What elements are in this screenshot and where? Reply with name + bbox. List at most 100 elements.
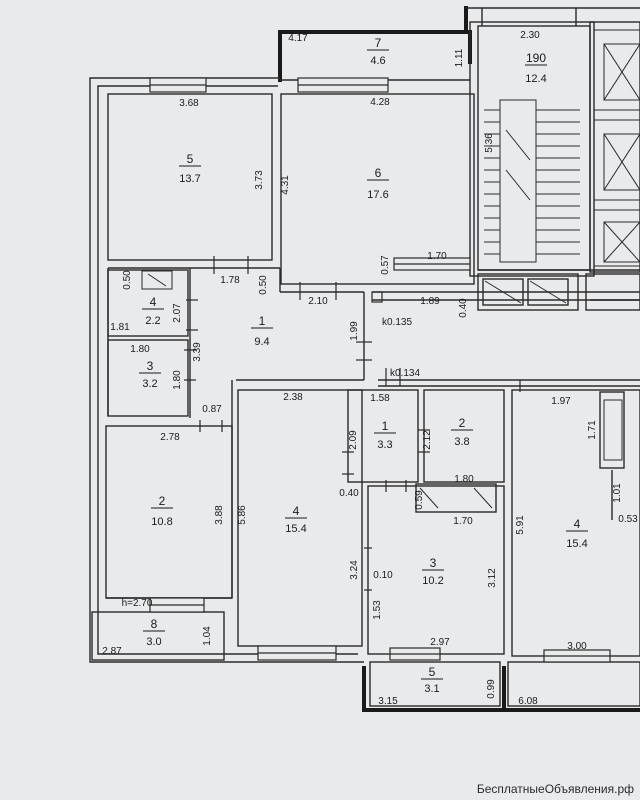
dimension-label: 1.11 (454, 48, 465, 67)
dimension-label: 2.38 (283, 392, 303, 403)
dimension-label: 3.73 (254, 170, 265, 190)
dimension-label: 4.28 (370, 97, 390, 108)
room-area: 10.8 (151, 516, 172, 528)
dimension-label: k0.135 (382, 317, 412, 328)
room-number: 1 (382, 419, 389, 433)
room-label-r4s: 42.2 (142, 295, 164, 327)
room-label-r6: 617.6 (367, 166, 389, 201)
dimension-label: 1.70 (453, 516, 473, 527)
stairs (484, 99, 580, 263)
dimension-label: 1.01 (612, 483, 623, 503)
column (371, 291, 383, 303)
room-number: 6 (375, 166, 382, 180)
room-label-r3s: 33.2 (139, 359, 161, 390)
dimension-label: 3.12 (487, 568, 498, 588)
room-area: 3.8 (454, 436, 469, 448)
room-number: 4 (574, 517, 581, 531)
room-area: 3.1 (424, 683, 439, 695)
room-number: 3 (147, 359, 154, 373)
room-area: 9.4 (254, 336, 269, 348)
windows (149, 77, 611, 663)
dimension-label: 1.97 (551, 396, 571, 407)
dimension-label: 1.58 (370, 393, 390, 404)
dimension-label: 2.07 (172, 303, 183, 323)
dimension-label: 3.39 (192, 342, 203, 362)
room-label-r2: 210.8 (151, 494, 173, 528)
room-number: 5 (429, 665, 436, 679)
room-area: 13.7 (179, 173, 200, 185)
dimension-label: 2.09 (348, 430, 359, 450)
room-area: 3.0 (146, 636, 161, 648)
dimension-label: k0.134 (390, 368, 420, 379)
dimension-label: 3.68 (179, 98, 199, 109)
room-label-r2b: 23.8 (451, 416, 473, 448)
room-area: 12.4 (525, 73, 546, 85)
room-number: 4 (293, 504, 300, 518)
dimension-label: 0.59 (414, 490, 425, 510)
dimension-label: h=2.70 (122, 598, 153, 609)
room-label-r8: 83.0 (143, 617, 165, 648)
room-area: 2.2 (145, 315, 160, 327)
dimension-label: 6.08 (518, 696, 538, 707)
dimension-label: 3.15 (378, 696, 398, 707)
room-label-r1: 19.4 (251, 314, 273, 348)
room-area: 4.6 (370, 55, 385, 67)
dimension-label: 1.81 (110, 322, 130, 333)
dimension-label: 1.80 (172, 370, 183, 390)
room-label-r5: 513.7 (179, 152, 201, 185)
dimension-label: 1.70 (427, 251, 447, 262)
dimension-label: 3.00 (567, 641, 587, 652)
room-label-r7: 74.6 (367, 36, 389, 67)
room-number: 190 (526, 51, 546, 65)
dimension-label: 0.10 (373, 570, 393, 581)
dimension-label: 1.53 (372, 600, 383, 620)
elevator-shafts (141, 29, 640, 509)
dimension-label: 0.50 (122, 270, 133, 290)
room-label-r4r: 415.4 (566, 517, 588, 550)
doors (184, 256, 521, 591)
dimension-label: 1.80 (130, 344, 150, 355)
room-area: 15.4 (285, 523, 306, 535)
dimension-label: 5.86 (237, 505, 248, 525)
room-area: 15.4 (566, 538, 587, 550)
dimension-label: 2.78 (160, 432, 180, 443)
dimension-label: 1.99 (349, 321, 360, 341)
dimension-label: 0.40 (339, 488, 359, 499)
dimension-label: 5.36 (484, 133, 495, 153)
dimension-label: 0.40 (458, 298, 469, 318)
dimension-label: 4.31 (280, 175, 291, 195)
dimension-label: 2.10 (308, 296, 328, 307)
room-label-r4m: 415.4 (285, 504, 307, 535)
room-area: 3.2 (142, 378, 157, 390)
dimension-labels: 4.17 1.11 3.68 4.28 3.73 4.31 1.70 0.57 0.50 1.78… (102, 30, 638, 707)
room-number: 7 (375, 36, 382, 50)
room-number: 3 (430, 556, 437, 570)
dimension-label: 0.57 (380, 255, 391, 275)
room-number: 1 (259, 314, 266, 328)
dimension-label: 0.87 (202, 404, 222, 415)
dimension-label: 3.88 (214, 505, 225, 525)
room-label-r5b: 53.1 (421, 665, 443, 695)
room-label-r1b: 13.3 (374, 419, 396, 451)
dimension-label: 3.24 (349, 560, 360, 580)
dimension-label: 1.78 (220, 275, 240, 286)
room-label-r190: 190 12.4 (525, 51, 547, 85)
dimension-label: 2.87 (102, 646, 122, 657)
dimension-label: 1.71 (587, 420, 598, 440)
room-area: 17.6 (367, 189, 388, 201)
dimension-label: 0.53 (618, 514, 638, 525)
dimension-label: 1.04 (202, 626, 213, 646)
dimension-label: 2.12 (422, 430, 433, 450)
room-number: 5 (187, 152, 194, 166)
room-label-r3b: 310.2 (422, 556, 444, 587)
dimension-label: 1.80 (454, 474, 474, 485)
dimension-label: 0.99 (486, 679, 497, 699)
dimension-label: 2.30 (520, 30, 540, 41)
dimension-label: 2.97 (430, 637, 450, 648)
room-number: 4 (150, 295, 157, 309)
room-number: 2 (459, 416, 466, 430)
dimension-label: 4.17 (288, 33, 308, 44)
